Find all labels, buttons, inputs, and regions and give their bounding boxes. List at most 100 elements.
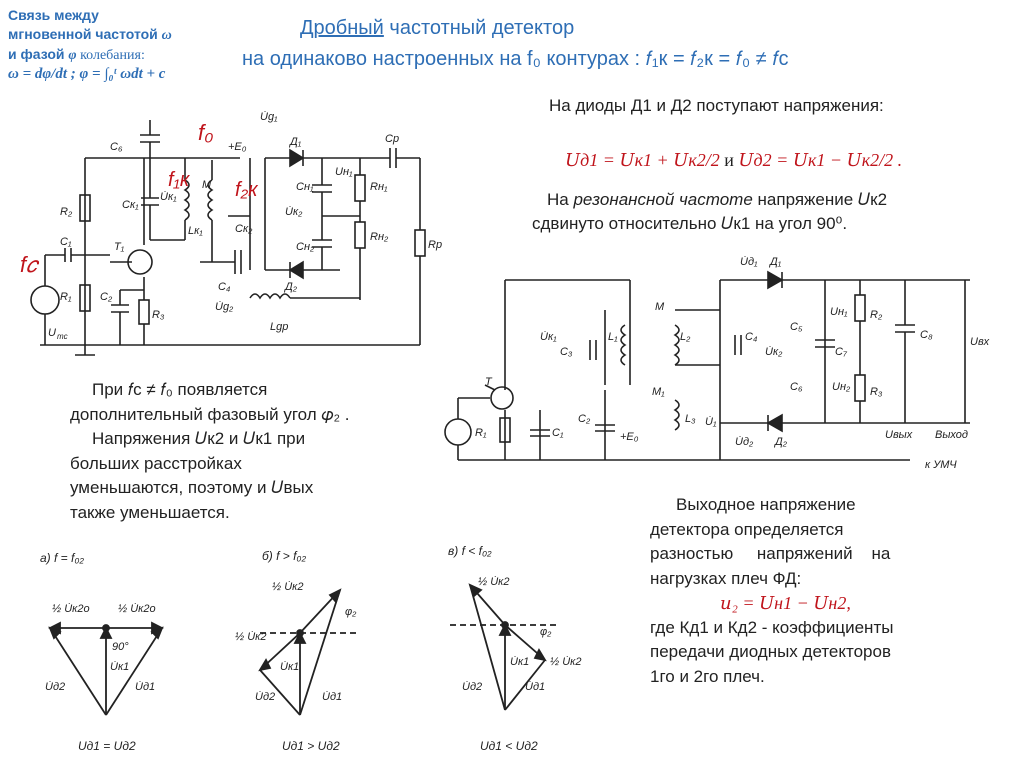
svg-text:U̇к₁: U̇к₁ [160, 190, 177, 203]
svg-text:R₁: R₁ [60, 291, 72, 303]
svg-text:U̇g₁: U̇g₁ [260, 110, 278, 123]
svg-text:Cк₁: Cк₁ [122, 199, 139, 211]
formula-and: и [724, 150, 734, 170]
svg-text:C₄: C₄ [218, 281, 230, 293]
svg-text:Uвх: Uвх [970, 336, 990, 348]
output-line-5: где Кд1 и Кд2 - коэффициенты [650, 617, 894, 637]
svg-text:C₈: C₈ [920, 329, 933, 341]
svg-text:T: T [485, 376, 493, 388]
svg-text:C₆: C₆ [790, 381, 803, 393]
svg-text:½ U̇к2о: ½ U̇к2о [52, 602, 90, 615]
note-formula: ω = dφ/dt ; φ = ∫₀ᵗ ωdt + c [8, 66, 166, 82]
svg-text:Д₂: Д₂ [773, 436, 788, 448]
page-subtitle: на одинаково настроенных на f₀ контурах … [242, 48, 789, 70]
svg-text:U̇к1: U̇к1 [280, 660, 299, 673]
svg-text:R₁: R₁ [475, 427, 487, 439]
svg-text:U̇д2: U̇д2 [255, 690, 275, 703]
svg-text:U̇к1: U̇к1 [510, 655, 529, 668]
svg-text:Rн₂: Rн₂ [370, 231, 389, 243]
diagram-c-caption: Uд1 < Uд2 [480, 739, 538, 753]
diodes-intro: На диоды Д1 и Д2 поступают напряжения: [549, 96, 884, 115]
svg-text:Cн₁: Cн₁ [296, 181, 314, 193]
diagram-a-title: а) f = f₀₂ [40, 551, 84, 565]
diagram-c [450, 583, 560, 711]
svg-text:U̇₁: U̇₁ [705, 415, 717, 428]
svg-text:Д₁: Д₁ [768, 256, 782, 268]
svg-text:Lк₁: Lк₁ [188, 225, 203, 237]
svg-text:Rн₁: Rн₁ [370, 181, 388, 193]
formula-ud1: 𝑈д1 = 𝑈к1 + 𝑈к2/2 [565, 150, 720, 170]
svg-text:U: U [48, 327, 56, 339]
svg-text:R₂: R₂ [60, 206, 73, 218]
diagram-a-caption: Uд1 = Uд2 [78, 739, 136, 753]
svg-text:C₁: C₁ [60, 236, 72, 248]
detuning-line-1: При 𝑓c ≠ 𝑓₀ появляется [92, 380, 268, 399]
output-line-7: 1го и 2го плеч. [650, 666, 765, 686]
page-title: Дробный частотный детектор [300, 16, 574, 40]
svg-text:U̇к₂: U̇к₂ [285, 205, 303, 218]
output-line-2: детектора определяется [650, 519, 844, 539]
svg-text:M: M [655, 301, 665, 313]
svg-text:к УМЧ: к УМЧ [925, 459, 957, 471]
svg-text:Cн₂: Cн₂ [296, 241, 315, 253]
svg-text:C₃: C₃ [560, 346, 573, 358]
diagram-b-title: б) f > f₀₂ [262, 549, 306, 563]
output-line-1: Выходное напряжение [676, 495, 856, 514]
shift-text: сдвинуто относительно 𝑈к1 на угол 90⁰. [532, 214, 848, 233]
output-voltage-text: Выходное напряжение детектора определяет… [650, 493, 955, 689]
svg-text:Выход: Выход [935, 429, 968, 441]
svg-text:C₂: C₂ [100, 291, 113, 303]
svg-text:U̇к1: U̇к1 [110, 660, 129, 673]
svg-text:U̇д₂: U̇д₂ [735, 435, 754, 448]
svg-text:½ U̇к2: ½ U̇к2 [235, 630, 267, 643]
svg-text:U̇g₂: U̇g₂ [215, 300, 234, 313]
svg-text:R₃: R₃ [870, 386, 883, 398]
label-f2k: f₂к [235, 179, 259, 201]
svg-text:Rp: Rp [428, 239, 442, 251]
svg-text:φ₂: φ₂ [345, 606, 357, 618]
svg-text:R₃: R₃ [152, 309, 165, 321]
label-f1k: f₁к [168, 169, 191, 191]
svg-text:C₆: C₆ [110, 141, 123, 153]
detuning-line-3: Напряжения 𝑈к2 и 𝑈к1 при [92, 429, 306, 448]
svg-text:½ U̇к2: ½ U̇к2 [272, 580, 304, 593]
detuning-text: При 𝑓c ≠ 𝑓₀ появляется дополнительный фа… [70, 378, 440, 525]
svg-text:C₁: C₁ [552, 427, 564, 439]
svg-text:Cк₂: Cк₂ [235, 223, 253, 235]
svg-text:½ U̇к2: ½ U̇к2 [478, 575, 510, 588]
svg-text:C₇: C₇ [835, 346, 848, 358]
resonance-text: На резонансной частоте напряжение 𝑈к2 [547, 190, 888, 209]
svg-text:Uн₁: Uн₁ [335, 166, 353, 178]
note-line-2: мгновенной частотой ω [8, 26, 172, 43]
svg-text:T₁: T₁ [114, 241, 125, 253]
diode-voltage-formula: 𝑈д1 = 𝑈к1 + 𝑈к2/2 и 𝑈д2 = 𝑈к1 − 𝑈к2/2 . [565, 148, 902, 172]
svg-text:U̇д1: U̇д1 [525, 680, 545, 693]
svg-text:Uн₁: Uн₁ [830, 306, 848, 318]
svg-text:+E₀: +E₀ [228, 141, 247, 153]
svg-text:U̇к₂: U̇к₂ [765, 345, 783, 358]
formula-ud2: 𝑈д2 = 𝑈к1 − 𝑈к2/2 . [738, 150, 903, 170]
label-f0: f₀ [198, 120, 213, 145]
output-formula: 𝑢₂ = 𝑈н1 − 𝑈н2, [720, 593, 851, 613]
svg-text:90°: 90° [112, 641, 129, 653]
svg-text:R₂: R₂ [870, 309, 883, 321]
svg-text:Д₂: Д₂ [283, 281, 298, 293]
svg-text:Д₁: Д₁ [288, 136, 302, 148]
svg-text:U̇д1: U̇д1 [135, 680, 155, 693]
svg-text:+E₀: +E₀ [620, 431, 639, 443]
ratio-detector-schematic-2: M L₁ L₂ C₃ C₄ U̇к₁ U̇к₂ M₁ L₃ U̇₁ T R₁ C… [444, 255, 990, 471]
svg-text:½ U̇к2: ½ U̇к2 [550, 655, 582, 668]
svg-text:mc: mc [57, 332, 68, 341]
diagram-b [258, 588, 360, 716]
label-fc: f𝑐 [20, 252, 40, 277]
note-line-3: и фазой φ колебания: [8, 46, 145, 63]
svg-text:½ U̇к2о: ½ U̇к2о [118, 602, 156, 615]
svg-text:Lgp: Lgp [270, 321, 288, 333]
detuning-line-2: дополнительный фазовый угол 𝜑₂ . [70, 404, 350, 424]
detuning-line-5: уменьшаются, поэтому и 𝑈вых [70, 478, 314, 497]
svg-text:U̇д2: U̇д2 [45, 680, 65, 693]
diagram-a [47, 621, 165, 716]
svg-text:C₂: C₂ [578, 413, 591, 425]
svg-text:M₁: M₁ [652, 386, 665, 398]
